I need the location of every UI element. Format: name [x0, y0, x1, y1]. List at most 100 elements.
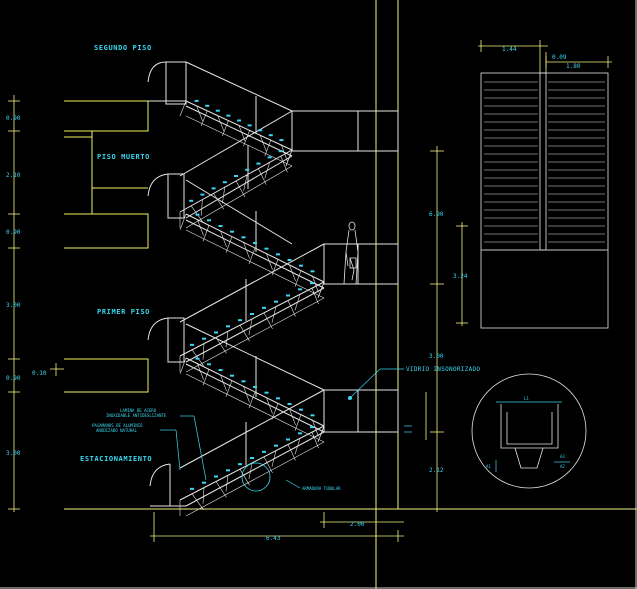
truss-member	[220, 374, 227, 392]
step-marker	[287, 403, 292, 405]
truss-member	[196, 105, 203, 122]
step-marker	[205, 104, 210, 107]
step-marker	[250, 313, 254, 315]
truss-bottom-chord	[185, 115, 293, 167]
step-marker	[207, 363, 211, 366]
truss-member	[248, 462, 253, 480]
step-marker	[202, 481, 206, 484]
step-marker	[241, 380, 246, 383]
step-marker	[218, 369, 223, 371]
truss-member	[220, 230, 227, 248]
dim-right-3: 2.12	[429, 467, 444, 474]
step-markers	[189, 99, 315, 490]
step-marker	[222, 181, 227, 184]
dim-right-1: 3.24	[453, 273, 468, 280]
step-marker	[262, 450, 266, 453]
truss-bottom-chord	[185, 373, 325, 443]
truss-member	[243, 386, 250, 403]
human-figure	[343, 221, 359, 285]
truss-member	[289, 408, 296, 426]
step-marker	[207, 219, 211, 222]
step-marker	[234, 175, 238, 177]
dim-left-4: 0.90	[6, 375, 21, 382]
floor-slabs	[64, 100, 149, 393]
truss-member	[243, 174, 248, 191]
truss-member	[197, 219, 204, 236]
truss-member	[312, 420, 319, 437]
truss-member	[215, 337, 227, 354]
step-marker	[230, 230, 234, 233]
truss-member	[285, 149, 293, 167]
truss-member	[294, 294, 301, 311]
dim-left-5: 3.00	[6, 450, 21, 457]
truss-member	[266, 397, 273, 414]
step-marker	[310, 282, 314, 285]
truss-member	[238, 125, 246, 142]
truss-member	[191, 493, 204, 511]
label-primer-piso: PRIMER PISO	[97, 308, 150, 316]
step-marker	[214, 475, 218, 478]
detail-callout-circle	[241, 462, 271, 492]
step-marker	[253, 242, 257, 244]
note-rail-2: ANODIZADO NATURAL	[96, 428, 138, 433]
step-marker	[310, 426, 314, 429]
dim-plan-0: 1.44	[502, 46, 517, 53]
truss-member	[243, 242, 250, 259]
stair-plan-view	[480, 72, 609, 329]
step-marker	[226, 469, 230, 472]
truss-member	[225, 331, 229, 348]
truss-member	[222, 187, 226, 204]
step-marker	[262, 306, 266, 309]
step-marker	[200, 193, 205, 196]
step-marker	[226, 114, 231, 117]
step-marker	[247, 124, 252, 127]
step-marker	[287, 259, 292, 261]
step-marker	[267, 156, 272, 159]
truss-bottom-chord	[185, 297, 325, 373]
step-marker	[238, 463, 242, 466]
truss-member	[248, 318, 253, 336]
truss-member	[200, 199, 203, 216]
label-estacionamiento: ESTACIONAMIENTO	[80, 455, 152, 463]
dim-plan-1: 0.09	[552, 54, 567, 61]
dim-left-1: 2.10	[6, 172, 21, 179]
detail-dim-3: A3	[560, 454, 565, 459]
truss-member	[197, 363, 204, 380]
dim-bottom-0: 2.00	[350, 521, 365, 528]
truss-member	[266, 253, 273, 270]
step-marker	[211, 187, 216, 190]
truss-member	[179, 100, 187, 117]
step-marker	[264, 247, 269, 250]
step-marker	[276, 397, 280, 400]
step-marker	[215, 109, 220, 112]
step-marker	[299, 408, 303, 411]
truss-bottom-chord	[185, 165, 293, 229]
dim-right-2: 3.00	[429, 353, 444, 360]
step-marker	[189, 199, 194, 202]
step-marker	[194, 99, 199, 102]
truss-member	[264, 162, 270, 179]
note-truss: ARMADURA TUBULAR	[302, 486, 341, 491]
step-marker	[226, 325, 230, 328]
step-marker	[190, 487, 194, 490]
dim-left-3: 3.00	[6, 302, 21, 309]
step-marker	[256, 162, 261, 165]
truss-member	[215, 481, 227, 498]
plan-treads	[484, 81, 605, 251]
left-dimension-chain	[8, 95, 64, 512]
step-marker	[298, 288, 302, 291]
truss-member	[289, 264, 296, 282]
truss-member	[179, 213, 187, 231]
step-marker	[274, 444, 278, 447]
glass-note-dot	[348, 396, 352, 400]
step-marker	[298, 432, 302, 435]
truss-member	[271, 450, 277, 467]
truss-member	[202, 487, 205, 504]
dim-left-small: 0.10	[32, 370, 47, 377]
detail-dim-0: L1	[524, 396, 529, 401]
step-marker	[278, 150, 283, 153]
step-marker	[286, 294, 290, 297]
step-marker	[258, 129, 263, 132]
step-marker	[214, 331, 218, 334]
step-marker	[195, 357, 200, 360]
